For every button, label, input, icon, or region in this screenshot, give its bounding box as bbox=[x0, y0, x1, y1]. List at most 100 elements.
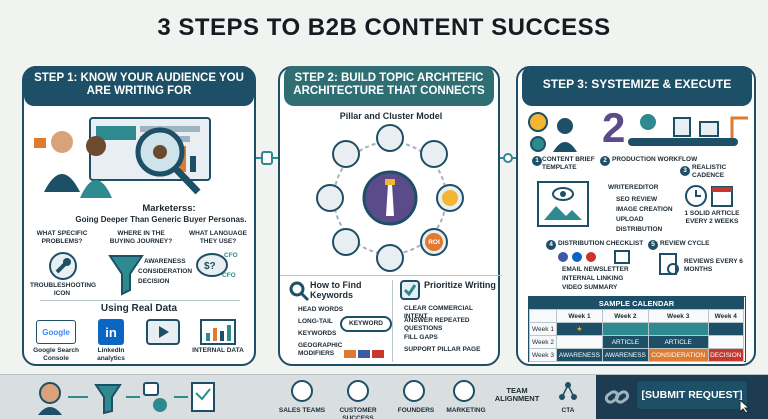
video-icon bbox=[146, 319, 180, 345]
calendar-title: SAMPLE CALENDAR bbox=[529, 297, 744, 309]
brief-label: CONTENT BRIEF TEMPLATE bbox=[542, 156, 595, 171]
cfo-tag: CFO bbox=[224, 252, 238, 259]
funnel-decision: DECISION bbox=[138, 278, 170, 285]
marketers-label: Marketerss: bbox=[142, 203, 196, 214]
flag-icon bbox=[344, 350, 356, 358]
cal-col: Week 2 bbox=[601, 309, 649, 323]
cal-col: Week 1 bbox=[556, 309, 603, 323]
youtube-icon bbox=[586, 252, 596, 262]
source-google: Google Search Console bbox=[33, 347, 79, 362]
prio-item-gaps: FILL GAPS bbox=[404, 334, 438, 341]
review-heading: REVIEW CYCLE bbox=[660, 240, 710, 247]
calendar-table: Week 1 Week 2 Week 3 Week 4 Week 1 ★ Wee… bbox=[529, 309, 745, 362]
link-icon bbox=[604, 390, 630, 404]
process-icons bbox=[38, 382, 215, 415]
step1-card: STEP 1: KNOW YOUR AUDIENCE YOU ARE WRITI… bbox=[22, 66, 256, 366]
big-number: 2 bbox=[602, 104, 626, 151]
number-badge: 5 bbox=[648, 240, 658, 250]
divider bbox=[40, 300, 240, 301]
workflow-upload: UPLOAD bbox=[616, 216, 644, 223]
page-title: 3 STEPS TO B2B CONTENT SUCCESS bbox=[157, 14, 611, 41]
svg-text:$?: $? bbox=[204, 261, 216, 272]
find-item-head: HEAD WORDS bbox=[298, 306, 344, 313]
newsletter-icon bbox=[614, 250, 630, 264]
source-internal: INTERNAL DATA bbox=[192, 347, 244, 354]
prioritize-heading: Prioritize Writing bbox=[424, 280, 496, 290]
network-icon bbox=[559, 382, 577, 400]
cal-cell bbox=[647, 322, 709, 336]
question-journey: WHERE IN THE BUYING JOURNEY? bbox=[109, 230, 173, 245]
cal-cell bbox=[556, 335, 603, 349]
search-icon bbox=[289, 281, 310, 302]
cal-col: Week 3 bbox=[647, 309, 709, 323]
keyword-badge: KEYWORD bbox=[340, 316, 392, 332]
source-linkedin: LinkedIn analytics bbox=[97, 347, 125, 362]
cal-cell: ARTICLE bbox=[601, 335, 649, 349]
divider bbox=[392, 280, 393, 362]
team-customer-success: CUSTOMER SUCCESS bbox=[339, 407, 377, 419]
prio-item-pillar: SUPPORT PILLAR PAGE bbox=[404, 346, 481, 353]
wrench-icon bbox=[49, 252, 77, 280]
cta-label: CTA bbox=[561, 407, 575, 414]
cursor-icon bbox=[739, 398, 751, 414]
audience-illustration bbox=[34, 117, 211, 198]
pillar-cluster-diagram bbox=[316, 124, 464, 272]
cal-col: Week 4 bbox=[707, 309, 745, 323]
funnel-icon bbox=[108, 255, 144, 296]
person-icon bbox=[553, 118, 577, 152]
prio-item-intent: CLEAR COMMERCIAL INTENT bbox=[404, 305, 473, 320]
find-item-longtail: LONG-TAIL bbox=[298, 318, 333, 325]
cal-cell: CONSIDERATION bbox=[647, 348, 709, 362]
workflow-writer: WRITER bbox=[608, 184, 634, 191]
marketers-sub: Going Deeper Than Generic Buyer Personas… bbox=[75, 215, 247, 224]
step2-card: STEP 2: BUILD TOPIC ARCHTEFIC ARCHITECTU… bbox=[278, 66, 502, 366]
submit-request-button[interactable]: [SUBMIT REQUEST] bbox=[636, 380, 748, 410]
flag-icon bbox=[372, 350, 384, 358]
cadence-label: REALISTIC CADENCE bbox=[692, 164, 727, 179]
chart-icon bbox=[200, 319, 236, 345]
step3-heading: STEP 3: SYSTEMIZE & EXECUTE bbox=[522, 66, 752, 106]
find-item-geo: GEOGRAPHIC MODIFIERS bbox=[298, 342, 343, 357]
dist-item-email: EMAIL NEWSLETTER bbox=[562, 266, 629, 273]
cadence-text: 1 SOLID ARTICLE EVERY 2 WEEKS bbox=[684, 210, 740, 225]
cal-row: Week 3 bbox=[529, 348, 557, 362]
team-alignment: TEAM ALIGNMENT bbox=[494, 386, 540, 403]
model-heading: Pillar and Cluster Model bbox=[339, 111, 443, 121]
cal-cell: AWARENESS bbox=[601, 348, 649, 362]
checklist-icon bbox=[400, 280, 420, 300]
team-founders: FOUNDERS bbox=[397, 407, 435, 414]
star-icon: ★ bbox=[556, 322, 603, 336]
speech-bubbles-icon: $? bbox=[196, 253, 228, 277]
cal-cell: AWARENESS bbox=[556, 348, 603, 362]
cal-cell: ARTICLE bbox=[647, 335, 709, 349]
divider bbox=[280, 275, 502, 276]
find-keywords-heading: How to Find Keywords bbox=[310, 280, 362, 300]
review-doc-icon bbox=[659, 253, 679, 275]
team-marketing: MARKETING bbox=[446, 407, 486, 414]
number-badge: 4 bbox=[546, 240, 556, 250]
dist-item-linking: INTERNAL LINKING bbox=[562, 275, 624, 282]
conveyor-illustration bbox=[628, 114, 748, 146]
cfo-tag-2: CFO bbox=[222, 272, 236, 279]
funnel-awareness: AWARENESS bbox=[144, 258, 186, 265]
question-problems: WHAT SPECIFIC PROBLEMS? bbox=[36, 230, 88, 245]
cal-cell bbox=[601, 322, 649, 336]
troubleshooting-label: TROUBLESHOOTING ICON bbox=[30, 282, 97, 297]
connector-icon bbox=[256, 151, 278, 165]
find-item-keywords: KEYWORDS bbox=[298, 330, 337, 337]
step2-heading: STEP 2: BUILD TOPIC ARCHTEFIC ARCHITECTU… bbox=[284, 66, 494, 106]
number-badge: 1 bbox=[532, 156, 542, 166]
distribution-heading: DISTRIBUTION CHECKLIST bbox=[558, 240, 644, 247]
facebook-icon bbox=[558, 252, 568, 262]
workflow-editor: EDITOR bbox=[634, 184, 659, 191]
workflow-label: PRODUCTION WORKFLOW bbox=[612, 156, 698, 163]
number-badge: 2 bbox=[600, 156, 610, 166]
brief-template-icon bbox=[537, 181, 589, 227]
dist-item-video: VIDEO SUMMARY bbox=[562, 284, 618, 291]
workflow-image: IMAGE CREATION bbox=[616, 206, 673, 213]
cal-row: Week 2 bbox=[529, 335, 557, 349]
cal-cell bbox=[707, 322, 745, 336]
step3-card: STEP 3: SYSTEMIZE & EXECUTE 2 1 CONTENT … bbox=[516, 66, 756, 366]
sample-calendar: SAMPLE CALENDAR Week 1 Week 2 Week 3 Wee… bbox=[528, 296, 746, 362]
